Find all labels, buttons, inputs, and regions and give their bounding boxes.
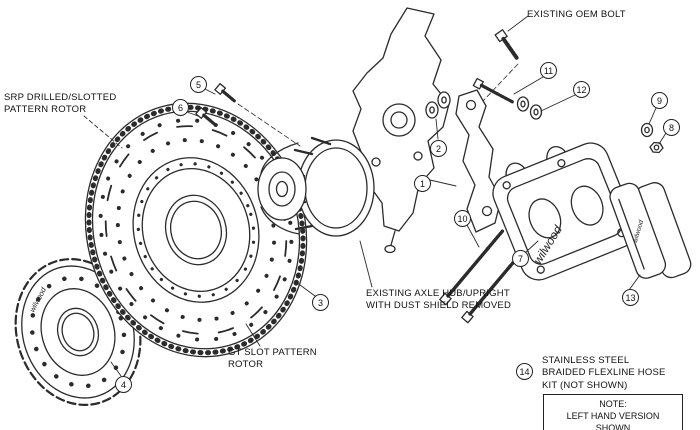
callout-2: 2: [430, 140, 447, 157]
rotor-hat: [14, 258, 142, 406]
callout-10: 10: [454, 210, 471, 227]
note-text: LEFT HAND VERSION SHOWN: [566, 411, 660, 430]
caliper-bolt-a: [439, 229, 505, 306]
callout-1: 1: [414, 175, 431, 192]
note-box: NOTE: LEFT HAND VERSION SHOWN: [543, 394, 683, 430]
brake-pads: [609, 182, 692, 279]
callout-4: 4: [115, 376, 132, 393]
bolt-item-11: [472, 77, 514, 104]
label-axle-hub: EXISTING AXLE HUB/UPRIGHT WITH DUST SHIE…: [366, 288, 512, 312]
callout-12: 12: [573, 81, 590, 98]
callout-8: 8: [663, 119, 680, 136]
label-hose-kit: STAINLESS STEEL BRAIDED FLEXLINE HOSE KI…: [542, 355, 666, 391]
washer-item-9: [640, 122, 654, 138]
leader-lines: [83, 15, 667, 377]
callout-7: 7: [512, 250, 529, 267]
oem-bolt: [494, 29, 519, 60]
hub-assembly: [257, 136, 375, 237]
note-title: NOTE:: [599, 399, 627, 409]
callout-9: 9: [651, 92, 668, 109]
callout-11: 11: [540, 62, 557, 79]
bolt-item-6: [195, 107, 218, 128]
washers-item-12: [516, 96, 543, 120]
callout-3: 3: [312, 294, 329, 311]
callout-14: 14: [516, 363, 533, 380]
bolt-item-5: [214, 83, 237, 104]
washers-item-2: [425, 91, 451, 119]
callout-6: 6: [172, 99, 189, 116]
callout-5: 5: [190, 76, 207, 93]
nut-item-8: [649, 141, 664, 154]
caliper-bracket: [455, 89, 502, 233]
callout-13: 13: [622, 289, 639, 306]
label-oem-bolt: EXISTING OEM BOLT: [527, 9, 626, 20]
label-gt-rotor: GT SLOT PATTERN ROTOR: [228, 347, 317, 371]
label-srp-rotor: SRP DRILLED/SLOTTED PATTERN ROTOR: [4, 92, 117, 116]
